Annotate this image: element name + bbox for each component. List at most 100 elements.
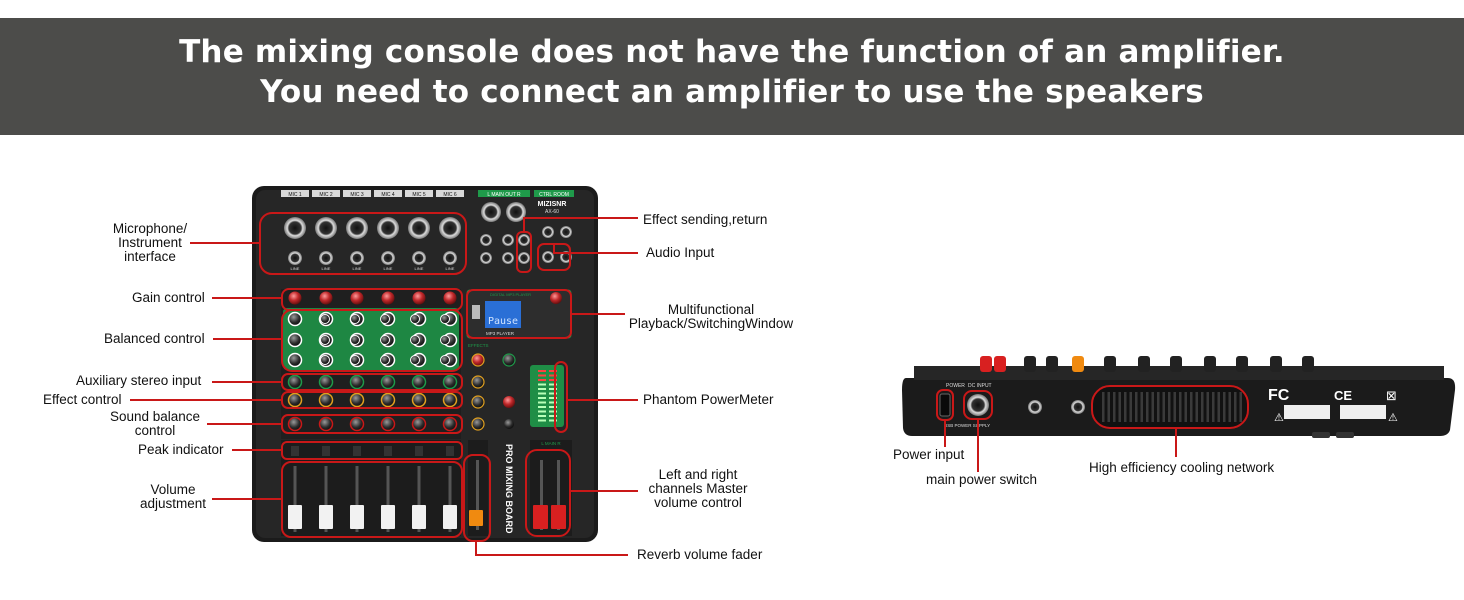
channel-knob[interactable] [350, 291, 364, 305]
rear-visible-knob[interactable] [1302, 356, 1314, 372]
channel-knob[interactable] [412, 291, 426, 305]
xlr-input-jack[interactable] [284, 217, 306, 239]
line-input-jack[interactable] [412, 251, 426, 265]
eq-knob[interactable] [320, 355, 330, 365]
line-input-jack[interactable] [443, 251, 457, 265]
output-jack[interactable] [542, 251, 554, 263]
line-input-jack[interactable] [381, 251, 395, 265]
peak-indicator [446, 446, 454, 456]
usb-port[interactable] [472, 305, 480, 319]
vent-slot [1173, 392, 1176, 422]
top-banner: The mixing console does not have the fun… [0, 18, 1464, 135]
rear-visible-knob[interactable] [1104, 356, 1116, 372]
rear-visible-knob[interactable] [1204, 356, 1216, 372]
eq-knob[interactable] [320, 314, 330, 324]
output-jack[interactable] [502, 234, 514, 246]
xlr-input-jack[interactable] [408, 217, 430, 239]
eq-knob[interactable] [410, 355, 420, 365]
eq-knob[interactable] [440, 335, 450, 345]
channel-knob[interactable] [442, 416, 458, 432]
line-input-jack[interactable] [288, 251, 302, 265]
channel-knob[interactable] [287, 352, 303, 368]
channel-fader-knob[interactable] [443, 505, 457, 529]
channel-knob[interactable] [319, 291, 333, 305]
channel-fader-knob[interactable] [350, 505, 364, 529]
channel-knob[interactable] [380, 416, 396, 432]
channel-knob[interactable] [287, 374, 303, 390]
eq-green-panel [283, 308, 459, 370]
eq-knob[interactable] [410, 314, 420, 324]
rear-visible-knob[interactable] [994, 356, 1006, 372]
effects-knob[interactable] [471, 417, 485, 431]
channel-knob[interactable] [380, 392, 396, 408]
channel-knob[interactable] [443, 291, 457, 305]
channel-knob[interactable] [318, 374, 334, 390]
channel-knob[interactable] [380, 374, 396, 390]
output-jack[interactable] [480, 234, 492, 246]
eq-knob[interactable] [380, 335, 390, 345]
eq-knob[interactable] [320, 335, 330, 345]
channel-knob[interactable] [411, 392, 427, 408]
dc-input-jack[interactable] [967, 394, 989, 416]
channel-knob[interactable] [349, 392, 365, 408]
channel-knob[interactable] [287, 416, 303, 432]
rear-visible-knob[interactable] [980, 356, 992, 372]
eq-knob[interactable] [350, 355, 360, 365]
channel-knob[interactable] [287, 311, 303, 327]
rear-visible-knob[interactable] [1138, 356, 1150, 372]
output-jack[interactable] [542, 226, 554, 238]
line-input-jack[interactable] [319, 251, 333, 265]
rear-visible-knob[interactable] [1072, 356, 1084, 372]
eq-knob[interactable] [440, 355, 450, 365]
eq-knob[interactable] [350, 335, 360, 345]
eq-knob[interactable] [440, 314, 450, 324]
channel-fader-knob[interactable] [319, 505, 333, 529]
eq-knob[interactable] [380, 314, 390, 324]
effects-knob[interactable] [471, 395, 485, 409]
channel-knob[interactable] [442, 392, 458, 408]
xlr-input-jack[interactable] [439, 217, 461, 239]
power-switch[interactable] [939, 393, 951, 417]
channel-knob[interactable] [287, 392, 303, 408]
main-l-fader-knob[interactable] [533, 505, 548, 529]
output-jack[interactable] [560, 226, 572, 238]
output-jack[interactable] [518, 252, 530, 264]
rear-visible-knob[interactable] [1170, 356, 1182, 372]
line-input-jack[interactable] [350, 251, 364, 265]
mp3-level-knob[interactable] [550, 292, 562, 304]
xlr-input-jack[interactable] [377, 217, 399, 239]
rear-visible-knob[interactable] [1236, 356, 1248, 372]
channel-knob[interactable] [288, 291, 302, 305]
xlr-input-jack[interactable] [346, 217, 368, 239]
channel-fader-knob[interactable] [412, 505, 426, 529]
effects-knob[interactable] [471, 375, 485, 389]
rear-visible-knob[interactable] [1046, 356, 1058, 372]
main-r-fader-knob[interactable] [551, 505, 566, 529]
channel-knob[interactable] [411, 416, 427, 432]
rear-visible-knob[interactable] [1024, 356, 1036, 372]
channel-knob[interactable] [287, 332, 303, 348]
channel-knob[interactable] [381, 291, 395, 305]
channel-fader-knob[interactable] [381, 505, 395, 529]
channel-knob[interactable] [318, 416, 334, 432]
channel-knob[interactable] [442, 374, 458, 390]
output-jack[interactable] [518, 234, 530, 246]
xlr-input-jack[interactable] [315, 217, 337, 239]
eq-knob[interactable] [410, 335, 420, 345]
channel-knob[interactable] [318, 392, 334, 408]
rear-visible-knob[interactable] [1270, 356, 1282, 372]
channel-fader-knob[interactable] [288, 505, 302, 529]
main-out-l-xlr[interactable] [481, 202, 501, 222]
eq-knob[interactable] [350, 314, 360, 324]
rear-usb-label: USB POWER SUPPLY [944, 423, 990, 428]
fader-track [448, 466, 452, 532]
output-jack[interactable] [480, 252, 492, 264]
effects-knob[interactable] [471, 353, 485, 367]
main-out-r-xlr[interactable] [506, 202, 526, 222]
channel-knob[interactable] [411, 374, 427, 390]
channel-knob[interactable] [349, 416, 365, 432]
reverb-fader-knob[interactable] [469, 510, 483, 526]
eq-knob[interactable] [380, 355, 390, 365]
output-jack[interactable] [502, 252, 514, 264]
channel-knob[interactable] [349, 374, 365, 390]
